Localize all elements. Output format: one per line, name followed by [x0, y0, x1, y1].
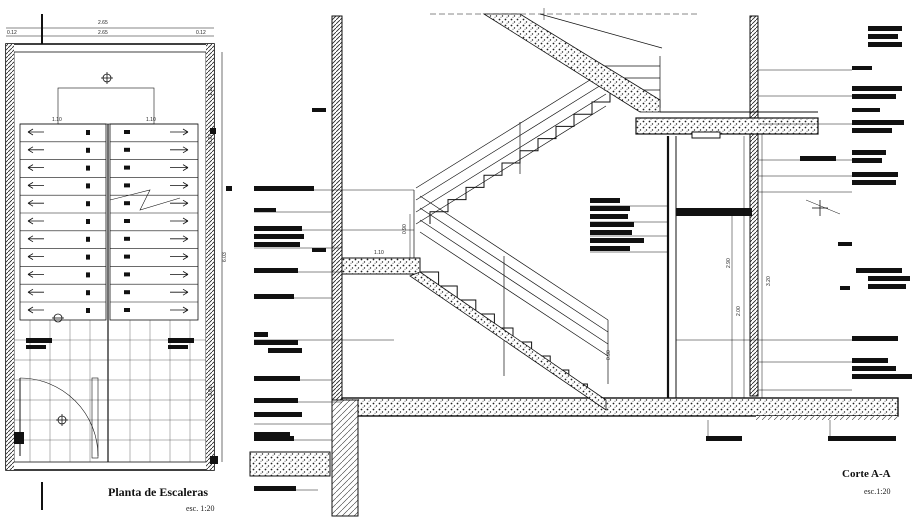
stair-profile — [429, 89, 628, 224]
stair-profile — [419, 258, 606, 399]
dim-height-b: 2.00 — [736, 306, 742, 316]
tread-mark — [124, 201, 130, 206]
plan-scale: esc. 1:20 — [186, 504, 215, 513]
stair-section — [249, 8, 912, 517]
dim-lower: 2.01 — [208, 386, 214, 396]
arrow-icon — [170, 288, 189, 296]
dim-top-left: 0.12 — [7, 30, 17, 36]
tread-mark — [86, 165, 90, 171]
dim-right-width: 1.10 — [146, 117, 156, 123]
arrow-icon — [27, 253, 44, 260]
tread-mark — [124, 272, 130, 277]
arrow-icon — [170, 182, 189, 189]
dim-top-right: 0.12 — [196, 30, 206, 36]
plan-treads-left — [20, 123, 106, 314]
tread-mark — [86, 219, 90, 224]
dim-small: 1.10 — [374, 250, 384, 256]
arrow-icon — [27, 235, 44, 243]
arrow-icon — [27, 271, 44, 278]
dim-landing: 1.12 — [208, 86, 214, 96]
tread-mark — [124, 236, 130, 241]
arrow-icon — [170, 217, 189, 225]
stair-slab — [482, 13, 661, 113]
arrow-icon — [170, 146, 189, 154]
tread-mark — [86, 308, 90, 313]
arrow-icon — [170, 164, 189, 171]
arrow-icon — [27, 182, 44, 189]
stair-slab — [409, 271, 607, 411]
plan-title: Planta de Escaleras — [108, 485, 208, 499]
arrow-icon — [170, 253, 189, 260]
section-steps-upper — [429, 13, 661, 224]
tread-mark — [86, 290, 90, 296]
arrow-icon — [170, 235, 189, 243]
dim-left-width: 1.10 — [52, 117, 62, 123]
dim-top-inner: 2.65 — [98, 30, 108, 36]
arrow-icon — [27, 288, 44, 296]
arrow-icon — [27, 128, 44, 136]
arrow-icon — [27, 164, 44, 171]
stair-plan — [5, 14, 232, 510]
dim-height-a: 2.90 — [726, 258, 732, 268]
tread-mark — [86, 272, 90, 278]
tread-mark — [86, 201, 90, 207]
tread-mark — [86, 254, 90, 260]
arrow-icon — [170, 199, 189, 207]
plan-treads-right — [110, 123, 198, 314]
section-steps-lower — [409, 258, 607, 411]
dim-rail-lower: 0.90 — [606, 350, 612, 360]
arrow-icon — [170, 306, 189, 314]
tread-mark — [86, 130, 90, 135]
tread-mark — [124, 183, 130, 188]
arrow-icon — [27, 217, 44, 225]
section-scale: esc.1:20 — [864, 487, 891, 496]
tread-mark — [124, 290, 130, 295]
arrow-icon — [170, 128, 189, 136]
arrow-icon — [27, 306, 44, 314]
tread-mark — [124, 219, 130, 223]
arrow-icon — [27, 199, 44, 207]
dim-riser: 0.27 — [208, 134, 214, 144]
tread-mark — [86, 236, 90, 242]
tread-mark — [124, 165, 130, 170]
tread-mark — [124, 147, 130, 152]
dim-total-length: 6.03 — [222, 252, 228, 262]
tread-mark — [124, 130, 130, 134]
arrow-icon — [27, 146, 44, 154]
tread-mark — [124, 254, 130, 259]
section-title: Corte A-A — [842, 468, 891, 480]
arrow-icon — [170, 271, 189, 278]
dim-height-c: 3.20 — [766, 276, 772, 286]
dim-rail: 0.90 — [402, 224, 408, 234]
dim-top-total: 2.65 — [98, 20, 108, 26]
tread-mark — [86, 147, 90, 153]
tread-mark — [124, 308, 130, 312]
tread-mark — [86, 183, 90, 189]
